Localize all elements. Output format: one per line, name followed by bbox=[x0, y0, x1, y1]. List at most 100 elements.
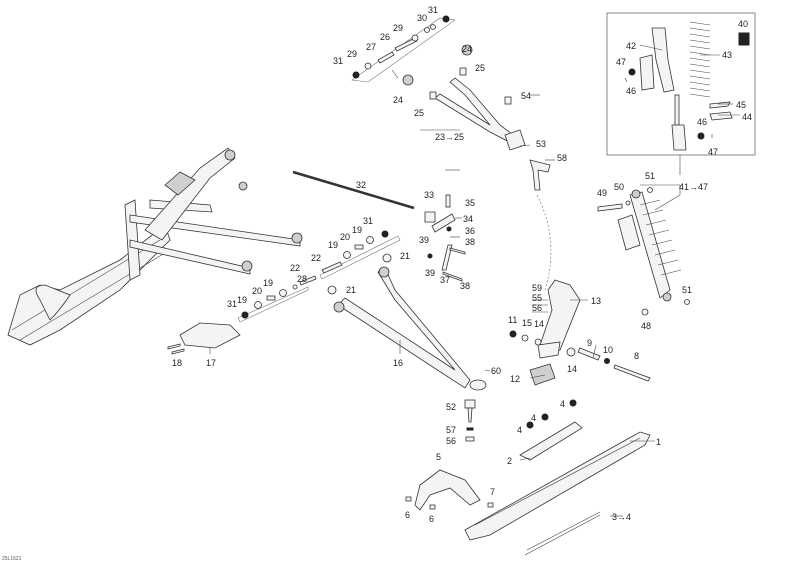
callout-19[interactable]: 19 bbox=[237, 295, 248, 305]
callout-10[interactable]: 10 bbox=[603, 345, 614, 355]
callout-36[interactable]: 36 bbox=[465, 226, 476, 236]
callout-47[interactable]: 47 bbox=[616, 57, 627, 67]
callout-39[interactable]: 39 bbox=[419, 235, 430, 245]
shock-detail-box bbox=[606, 12, 756, 175]
callout-9[interactable]: 9 bbox=[587, 338, 593, 348]
callout-4[interactable]: 4 bbox=[560, 399, 566, 409]
callout-34[interactable]: 34 bbox=[463, 214, 474, 224]
callout-33[interactable]: 33 bbox=[424, 190, 435, 200]
callout-49[interactable]: 49 bbox=[597, 188, 608, 198]
callout-48[interactable]: 48 bbox=[641, 321, 652, 331]
callout-2[interactable]: 2 bbox=[507, 456, 513, 466]
callout-15[interactable]: 15 bbox=[522, 318, 533, 328]
callout-18[interactable]: 18 bbox=[172, 358, 183, 368]
callout-3-4[interactable]: 3→4 bbox=[612, 512, 632, 522]
callout-51[interactable]: 51 bbox=[645, 171, 656, 181]
callout-39[interactable]: 39 bbox=[425, 268, 436, 278]
front-shock bbox=[597, 187, 690, 316]
callout-25[interactable]: 25 bbox=[414, 108, 425, 118]
callout-44[interactable]: 44 bbox=[742, 112, 753, 122]
leader-lines bbox=[209, 44, 740, 517]
callout-41-47[interactable]: 41→47 bbox=[679, 182, 709, 192]
callout-40[interactable]: 40 bbox=[738, 19, 749, 29]
callout-59[interactable]: 59 bbox=[532, 283, 543, 293]
callout-30[interactable]: 30 bbox=[417, 13, 428, 23]
callout-27[interactable]: 27 bbox=[366, 42, 377, 52]
callout-60[interactable]: 60 bbox=[491, 366, 502, 376]
callout-46[interactable]: 46 bbox=[626, 86, 637, 96]
callout-7[interactable]: 7 bbox=[490, 487, 496, 497]
callout-5[interactable]: 5 bbox=[436, 452, 442, 462]
callout-38[interactable]: 38 bbox=[465, 237, 476, 247]
callout-29[interactable]: 29 bbox=[393, 23, 404, 33]
callout-31[interactable]: 31 bbox=[428, 5, 439, 15]
assembled-suspension bbox=[7, 147, 303, 346]
spindle-guide bbox=[536, 194, 552, 291]
callout-28[interactable]: 28 bbox=[297, 274, 308, 284]
callout-46[interactable]: 46 bbox=[697, 117, 708, 127]
callout-14[interactable]: 14 bbox=[567, 364, 578, 374]
callout-6[interactable]: 6 bbox=[405, 510, 411, 520]
callout-20[interactable]: 20 bbox=[340, 232, 351, 242]
upper-hardware-group bbox=[351, 15, 456, 83]
callout-4[interactable]: 4 bbox=[517, 425, 523, 435]
callout-43[interactable]: 43 bbox=[722, 50, 733, 60]
callout-20[interactable]: 20 bbox=[252, 286, 263, 296]
callout-31[interactable]: 31 bbox=[363, 216, 374, 226]
callout-1[interactable]: 1 bbox=[656, 437, 662, 447]
callout-26[interactable]: 26 bbox=[380, 32, 391, 42]
callout-42[interactable]: 42 bbox=[626, 41, 637, 51]
callout-57[interactable]: 57 bbox=[446, 425, 457, 435]
ball-joint bbox=[464, 399, 476, 442]
callout-19[interactable]: 19 bbox=[328, 240, 339, 250]
callout-19[interactable]: 19 bbox=[352, 225, 363, 235]
callout-56[interactable]: 56 bbox=[532, 303, 543, 313]
callout-17[interactable]: 17 bbox=[206, 358, 217, 368]
callout-55[interactable]: 55 bbox=[532, 293, 543, 303]
spindle-bracket bbox=[509, 279, 651, 386]
callout-16[interactable]: 16 bbox=[393, 358, 404, 368]
callout-13[interactable]: 13 bbox=[591, 296, 602, 306]
callout-11[interactable]: 11 bbox=[508, 315, 518, 325]
callout-23-25[interactable]: 23→25 bbox=[435, 132, 465, 142]
callout-38[interactable]: 38 bbox=[460, 281, 471, 291]
callout-22[interactable]: 22 bbox=[290, 263, 301, 273]
callout-31[interactable]: 31 bbox=[227, 299, 238, 309]
callout-52[interactable]: 52 bbox=[446, 402, 457, 412]
callout-37[interactable]: 37 bbox=[440, 275, 451, 285]
callout-56[interactable]: 56 bbox=[446, 436, 457, 446]
callout-47[interactable]: 47 bbox=[708, 147, 719, 157]
callout-21[interactable]: 21 bbox=[400, 251, 411, 261]
callout-12[interactable]: 12 bbox=[510, 374, 521, 384]
lower-a-arm bbox=[333, 266, 487, 391]
callout-50[interactable]: 50 bbox=[614, 182, 625, 192]
linkage-parts bbox=[424, 194, 466, 282]
callout-31[interactable]: 31 bbox=[333, 56, 344, 66]
callout-45[interactable]: 45 bbox=[736, 100, 747, 110]
callout-21[interactable]: 21 bbox=[346, 285, 357, 295]
callout-8[interactable]: 8 bbox=[634, 351, 640, 361]
callout-32[interactable]: 32 bbox=[356, 180, 367, 190]
spring-43 bbox=[689, 21, 711, 98]
callout-29[interactable]: 29 bbox=[347, 49, 358, 59]
skid-plate bbox=[167, 322, 241, 355]
callout-51[interactable]: 51 bbox=[682, 285, 693, 295]
callout-22[interactable]: 22 bbox=[311, 253, 322, 263]
callout-35[interactable]: 35 bbox=[465, 198, 476, 208]
callout-4[interactable]: 4 bbox=[531, 413, 537, 423]
drawing-code: 25L1621 bbox=[2, 556, 22, 562]
tie-rod bbox=[292, 170, 415, 210]
callout-58[interactable]: 58 bbox=[557, 153, 568, 163]
callout-24[interactable]: 24 bbox=[462, 44, 473, 54]
callout-24[interactable]: 24 bbox=[393, 95, 404, 105]
callout-19[interactable]: 19 bbox=[263, 278, 274, 288]
spindle-top bbox=[529, 159, 551, 191]
upper-a-arm bbox=[402, 44, 526, 151]
callout-25[interactable]: 25 bbox=[475, 63, 486, 73]
callout-14[interactable]: 14 bbox=[534, 319, 545, 329]
callout-6[interactable]: 6 bbox=[429, 514, 435, 524]
callout-53[interactable]: 53 bbox=[536, 139, 547, 149]
callout-54[interactable]: 54 bbox=[521, 91, 532, 101]
lower-hardware-group bbox=[237, 230, 401, 323]
